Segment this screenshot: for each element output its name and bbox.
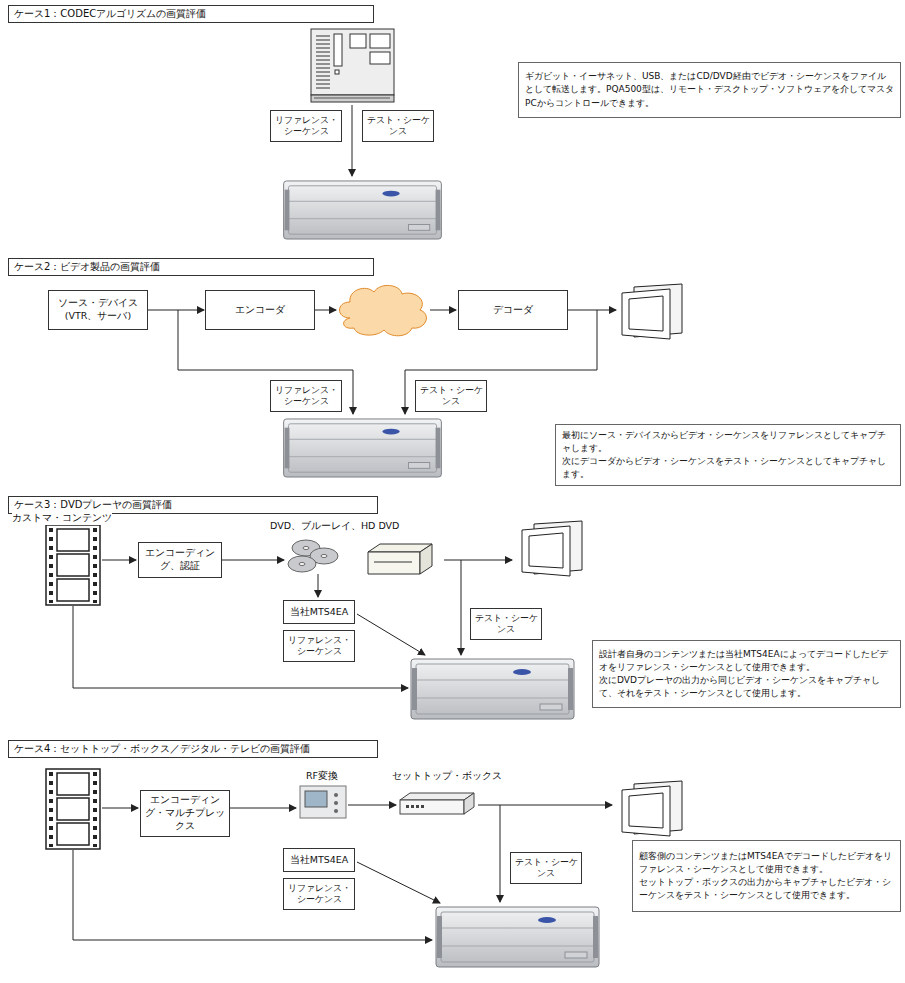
case3-art <box>46 521 582 719</box>
node-label: エンコーダ <box>210 304 310 317</box>
node-label: ソース・デバイス (VTR、サーバ) <box>53 297 143 323</box>
free-label: カストマ・コンテンツ <box>12 512 112 525</box>
process-box: エンコーダ <box>205 290 315 330</box>
node-label: リファレンス・シーケンス <box>274 115 338 138</box>
sequence-label: テスト・シーケンス <box>470 608 542 640</box>
node-label: ケース4：セットトップ・ボックス／デジタル・テレビの画質評価 <box>14 742 372 756</box>
process-box: エンコーディング、認証 <box>138 542 222 578</box>
note-text: 次にDVDプレーヤの出力から同じビデオ・シーケンスをキャプチャして、それをテスト… <box>599 674 894 700</box>
note-text: 顧客側のコンテンツまたはMTS4EAでデコードしたビデオをリファレンス・シーケン… <box>639 850 894 876</box>
node-label: デコーダ <box>463 304 563 317</box>
free-label: セットトップ・ボックス <box>392 770 502 783</box>
device-box: 当社MTS4EA <box>283 848 355 872</box>
device-box: 当社MTS4EA <box>283 600 355 624</box>
free-label: DVD、ブルーレイ、HD DVD <box>270 520 399 533</box>
process-box: ソース・デバイス (VTR、サーバ) <box>48 290 148 330</box>
sequence-label: テスト・シーケンス <box>510 852 582 884</box>
sequence-label: テスト・シーケンス <box>415 380 487 412</box>
note-box: 最初にソース・デバイスからビデオ・シーケンスをリファレンスとしてキャプチャします… <box>555 424 901 486</box>
node-label: リファレンス・シーケンス <box>287 883 351 906</box>
node-label: ケース3：DVDプレーヤの画質評価 <box>14 498 372 512</box>
sequence-label: テスト・シーケンス <box>362 110 434 142</box>
note-text: 最初にソース・デバイスからビデオ・シーケンスをリファレンスとしてキャプチャします… <box>562 429 894 455</box>
sequence-label: リファレンス・シーケンス <box>270 380 342 412</box>
flow-arrow <box>148 310 204 311</box>
node-label: テスト・シーケンス <box>419 385 483 408</box>
note-box: 顧客側のコンテンツまたはMTS4EAでデコードしたビデオをリファレンス・シーケン… <box>632 840 901 912</box>
node-label: エンコーディング、認証 <box>143 547 217 573</box>
sequence-label: リファレンス・シーケンス <box>283 878 355 910</box>
case-header: ケース1：CODECアルゴリズムの画質評価 <box>8 5 374 23</box>
node-label: テスト・シーケンス <box>366 115 430 138</box>
node-label: テスト・シーケンス <box>474 613 538 636</box>
note-text: 次にデコーダからビデオ・シーケンスをテスト・シーケンスとしてキャプチャします。 <box>562 455 894 481</box>
node-label: テスト・シーケンス <box>514 857 578 880</box>
sequence-label: リファレンス・シーケンス <box>283 630 355 662</box>
node-label: 当社MTS4EA <box>288 606 350 619</box>
free-label: RF変換 <box>306 770 338 783</box>
node-label: エンコーディング・マルチプレックス <box>145 794 225 833</box>
sequence-label: リファレンス・シーケンス <box>270 110 342 142</box>
node-label: リファレンス・シーケンス <box>274 385 338 408</box>
note-box: ギガビット・イーサネット、USB、またはCD/DVD経由でビデオ・シーケンスをフ… <box>518 62 901 118</box>
node-label: ケース1：CODECアルゴリズムの画質評価 <box>14 7 368 21</box>
note-box: 設計者自身のコンテンツまたは当社MTS4EAによってデコードしたビデオをリファレ… <box>592 640 901 708</box>
note-text: セットトップ・ボックスの出力からキャプチャしたビデオ・シーケンスをテスト・シーケ… <box>639 876 894 902</box>
node-label: リファレンス・シーケンス <box>287 635 351 658</box>
node-label: 当社MTS4EA <box>288 854 350 867</box>
process-box: エンコーディング・マルチプレックス <box>140 790 230 837</box>
note-text: 設計者自身のコンテンツまたは当社MTS4EAによってデコードしたビデオをリファレ… <box>599 648 894 674</box>
case-header: ケース4：セットトップ・ボックス／デジタル・テレビの画質評価 <box>8 740 378 758</box>
note-text: ギガビット・イーサネット、USB、またはCD/DVD経由でビデオ・シーケンスをフ… <box>525 70 894 109</box>
node-label: ケース2：ビデオ製品の画質評価 <box>14 260 368 274</box>
case-header: ケース2：ビデオ製品の画質評価 <box>8 258 374 276</box>
case4-art <box>46 769 682 967</box>
process-box: デコーダ <box>458 290 568 330</box>
